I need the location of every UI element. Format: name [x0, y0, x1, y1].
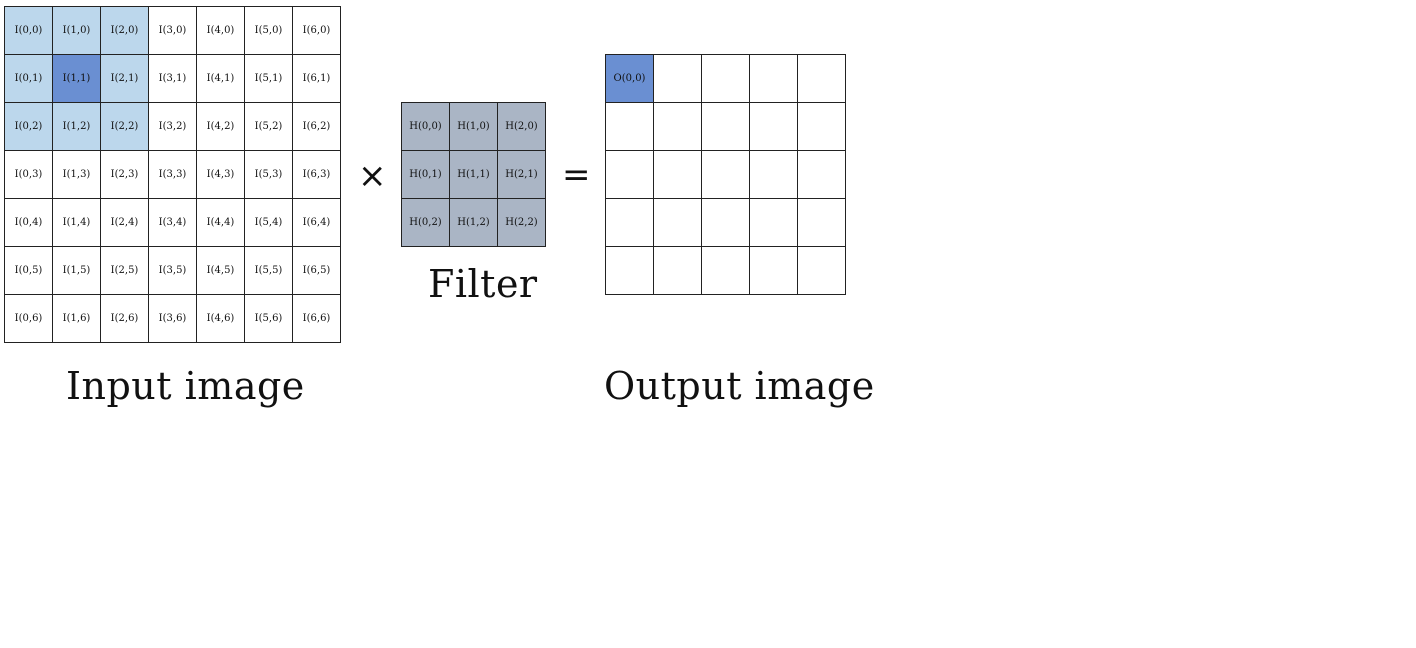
input-cell: I(2,5): [101, 247, 149, 295]
input-cell: I(0,5): [5, 247, 53, 295]
output-cell: [606, 151, 654, 199]
input-cell: I(0,2): [5, 103, 53, 151]
input-cell: I(2,1): [101, 55, 149, 103]
input-cell: I(5,4): [245, 199, 293, 247]
input-cell: I(6,0): [293, 7, 341, 55]
output-cell: [654, 247, 702, 295]
output-cell: [798, 247, 846, 295]
input-cell: I(4,5): [197, 247, 245, 295]
input-cell: I(2,0): [101, 7, 149, 55]
input-cell: I(5,3): [245, 151, 293, 199]
output-cell: [702, 247, 750, 295]
output-cell: [750, 151, 798, 199]
output-cell: [798, 151, 846, 199]
input-cell: I(5,2): [245, 103, 293, 151]
input-cell: I(6,5): [293, 247, 341, 295]
equals-operator: =: [562, 155, 591, 195]
input-cell: I(4,6): [197, 295, 245, 343]
output-cell: [702, 199, 750, 247]
output-cell: O(0,0): [606, 55, 654, 103]
output-cell: [750, 199, 798, 247]
input-cell: I(0,6): [5, 295, 53, 343]
input-cell: I(1,0): [53, 7, 101, 55]
input-cell: I(1,3): [53, 151, 101, 199]
output-cell: [654, 55, 702, 103]
output-image-label: Output image: [604, 364, 875, 408]
filter-cell: H(1,2): [450, 199, 498, 247]
output-cell: [750, 247, 798, 295]
input-cell: I(2,2): [101, 103, 149, 151]
input-cell: I(4,2): [197, 103, 245, 151]
input-image-label: Input image: [66, 364, 305, 408]
input-cell: I(1,1): [53, 55, 101, 103]
output-cell: [606, 247, 654, 295]
input-cell: I(4,0): [197, 7, 245, 55]
output-image-grid: O(0,0): [605, 54, 846, 295]
input-cell: I(4,3): [197, 151, 245, 199]
input-cell: I(6,6): [293, 295, 341, 343]
input-cell: I(2,3): [101, 151, 149, 199]
output-cell: [798, 103, 846, 151]
filter-cell: H(0,0): [402, 103, 450, 151]
input-cell: I(4,4): [197, 199, 245, 247]
output-cell: [606, 199, 654, 247]
input-cell: I(6,2): [293, 103, 341, 151]
filter-cell: H(1,1): [450, 151, 498, 199]
output-cell: [606, 103, 654, 151]
input-cell: I(5,0): [245, 7, 293, 55]
input-cell: I(2,6): [101, 295, 149, 343]
input-cell: I(3,2): [149, 103, 197, 151]
output-cell: [702, 55, 750, 103]
input-cell: I(3,1): [149, 55, 197, 103]
filter-cell: H(0,1): [402, 151, 450, 199]
input-cell: I(1,6): [53, 295, 101, 343]
input-cell: I(5,1): [245, 55, 293, 103]
filter-grid: H(0,0)H(1,0)H(2,0) H(0,1)H(1,1)H(2,1) H(0,…: [401, 102, 546, 247]
input-cell: I(4,1): [197, 55, 245, 103]
output-cell: [702, 151, 750, 199]
input-cell: I(0,3): [5, 151, 53, 199]
input-cell: I(3,4): [149, 199, 197, 247]
input-cell: I(1,2): [53, 103, 101, 151]
input-cell: I(1,4): [53, 199, 101, 247]
input-cell: I(3,3): [149, 151, 197, 199]
output-cell: [750, 55, 798, 103]
input-cell: I(5,6): [245, 295, 293, 343]
filter-cell: H(2,0): [498, 103, 546, 151]
output-cell: [654, 103, 702, 151]
input-cell: I(0,4): [5, 199, 53, 247]
input-cell: I(1,5): [53, 247, 101, 295]
output-cell: [654, 199, 702, 247]
filter-cell: H(1,0): [450, 103, 498, 151]
multiply-operator: ×: [358, 156, 387, 196]
input-cell: I(5,5): [245, 247, 293, 295]
filter-cell: H(2,2): [498, 199, 546, 247]
input-cell: I(6,1): [293, 55, 341, 103]
filter-cell: H(0,2): [402, 199, 450, 247]
output-cell: [798, 199, 846, 247]
input-cell: I(0,1): [5, 55, 53, 103]
input-cell: I(2,4): [101, 199, 149, 247]
output-cell: [798, 55, 846, 103]
input-cell: I(3,0): [149, 7, 197, 55]
output-cell: [702, 103, 750, 151]
output-cell: [750, 103, 798, 151]
input-cell: I(0,0): [5, 7, 53, 55]
filter-cell: H(2,1): [498, 151, 546, 199]
output-cell: [654, 151, 702, 199]
input-cell: I(3,6): [149, 295, 197, 343]
filter-label: Filter: [428, 262, 538, 306]
input-cell: I(6,3): [293, 151, 341, 199]
input-cell: I(6,4): [293, 199, 341, 247]
input-cell: I(3,5): [149, 247, 197, 295]
input-image-grid: I(0,0)I(1,0)I(2,0)I(3,0)I(4,0)I(5,0)I(6,…: [4, 6, 341, 343]
